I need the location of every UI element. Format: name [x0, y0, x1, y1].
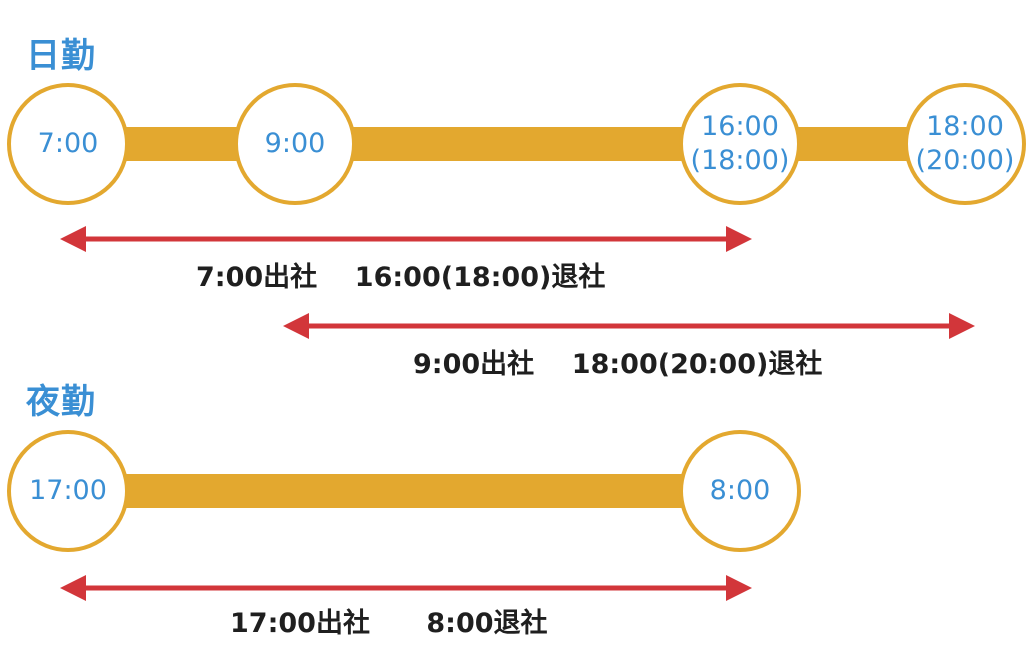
- day-span-start: 9:00出社: [413, 349, 535, 380]
- night-time-node-17: 17:00: [7, 430, 129, 552]
- night-span-caption: 17:00出社 8:00退社: [230, 601, 548, 640]
- day-time-label: 18:00: [926, 111, 1004, 143]
- day-span-arrow-1: [60, 226, 752, 252]
- day-span-end: 16:00(18:00)退社: [354, 262, 606, 293]
- day-time-node-7: 7:00: [7, 83, 129, 205]
- night-time-label: 17:00: [29, 475, 107, 507]
- day-time-label: 7:00: [37, 128, 99, 160]
- day-span-caption-2: 9:00出社 18:00(20:00)退社: [413, 342, 822, 381]
- night-time-label: 8:00: [709, 475, 771, 507]
- day-span-start: 7:00出社: [196, 262, 318, 293]
- night-span-arrow: [60, 575, 752, 601]
- day-span-caption-1: 7:00出社 16:00(18:00)退社: [196, 255, 605, 294]
- day-time-label: 9:00: [264, 128, 326, 160]
- day-timeline-bar: [68, 127, 974, 161]
- night-span-end: 8:00退社: [426, 608, 548, 639]
- night-timeline-bar: [68, 474, 740, 508]
- night-span-start: 17:00出社: [230, 608, 370, 639]
- night-shift-title: 夜勤: [26, 382, 96, 422]
- day-time-label: 16:00: [701, 111, 779, 143]
- day-time-node-9: 9:00: [234, 83, 356, 205]
- day-shift-title: 日勤: [26, 36, 96, 76]
- night-time-node-8: 8:00: [679, 430, 801, 552]
- day-span-arrow-2: [283, 313, 975, 339]
- day-time-node-18: 18:00 (20:00): [904, 83, 1026, 205]
- day-time-node-16: 16:00 (18:00): [679, 83, 801, 205]
- day-time-alt-label: (18:00): [690, 145, 790, 176]
- day-time-alt-label: (20:00): [915, 145, 1015, 176]
- day-span-end: 18:00(20:00)退社: [571, 349, 823, 380]
